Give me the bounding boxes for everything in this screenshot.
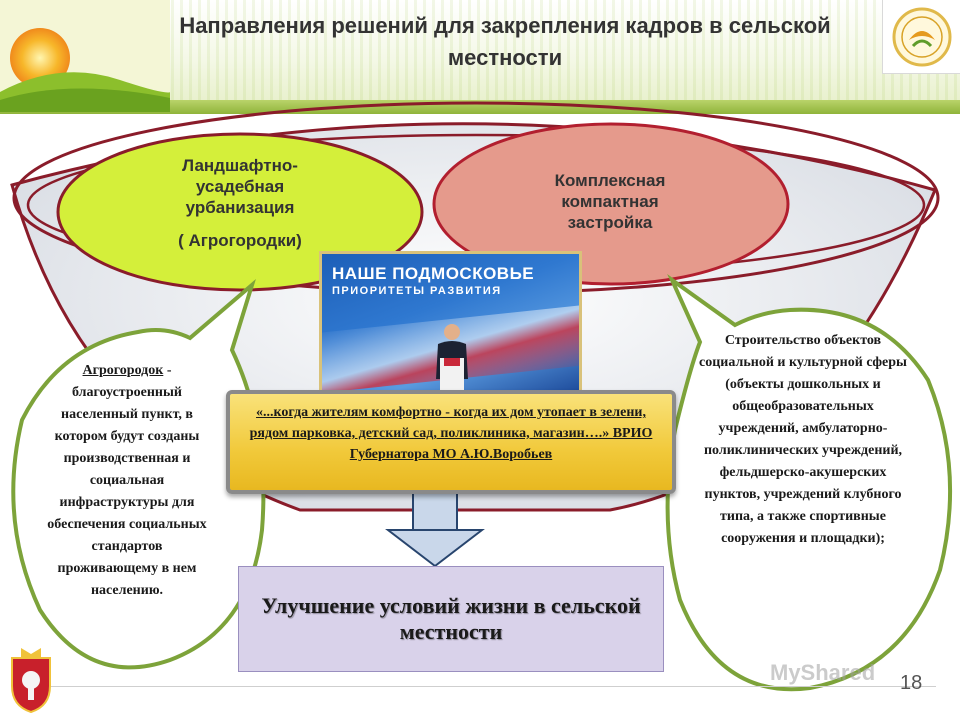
footer-divider [36,686,936,687]
red-oval-line1: Комплексная [554,171,666,190]
slide-title: Направления решений для закрепления кадр… [179,13,831,70]
quote-text: «...когда жителям комфортно - когда их д… [249,405,653,462]
result-text: Улучшение условий жизни в сельской местн… [261,593,641,644]
right-definition: Строительство объектов социальной и куль… [699,333,907,546]
green-oval-line4: ( Агрогородки) [178,231,302,250]
green-oval-line3: урбанизация [185,198,295,217]
right-speech-bubble [665,274,953,692]
watermark: MyShared [770,660,876,685]
left-speech-bubble [11,279,266,670]
page-number: 18 [900,672,923,694]
definition-body: - благоустроенный населенный пункт, в ко… [47,363,207,598]
poster-subheading: ПРИОРИТЕТЫ РАЗВИТИЯ [332,285,502,297]
green-oval-line2: усадебная [195,177,285,196]
red-oval-line3: застройка [567,213,653,232]
down-arrow-head [385,529,485,568]
red-oval [432,122,790,286]
left-definition: Агрогородок - благоустроенный населенный… [40,360,214,602]
result-box: Улучшение условий жизни в сельской местн… [238,566,664,672]
red-oval-label: Комплексная компактная застройка [490,170,730,233]
poster-heading: НАШЕ ПОДМОСКОВЬЕ [332,264,535,283]
ministry-logo [882,0,960,74]
governor-photo: НАШЕ ПОДМОСКОВЬЕ ПРИОРИТЕТЫ РАЗВИТИЯ [319,251,582,396]
coat-of-arms-icon [11,648,51,714]
governor-quote: «...когда жителям комфортно - когда их д… [226,390,676,494]
sunrise-illustration [0,0,170,112]
red-oval-line2: компактная [561,192,659,211]
green-oval-line1: Ландшафтно- [182,156,298,175]
green-oval-label: Ландшафтно- усадебная урбанизация ( Агро… [110,155,370,251]
header-band [0,100,960,114]
speaker-figure [436,324,468,392]
definition-keyword: Агрогородок [82,363,164,378]
wreath-icon [892,7,952,67]
